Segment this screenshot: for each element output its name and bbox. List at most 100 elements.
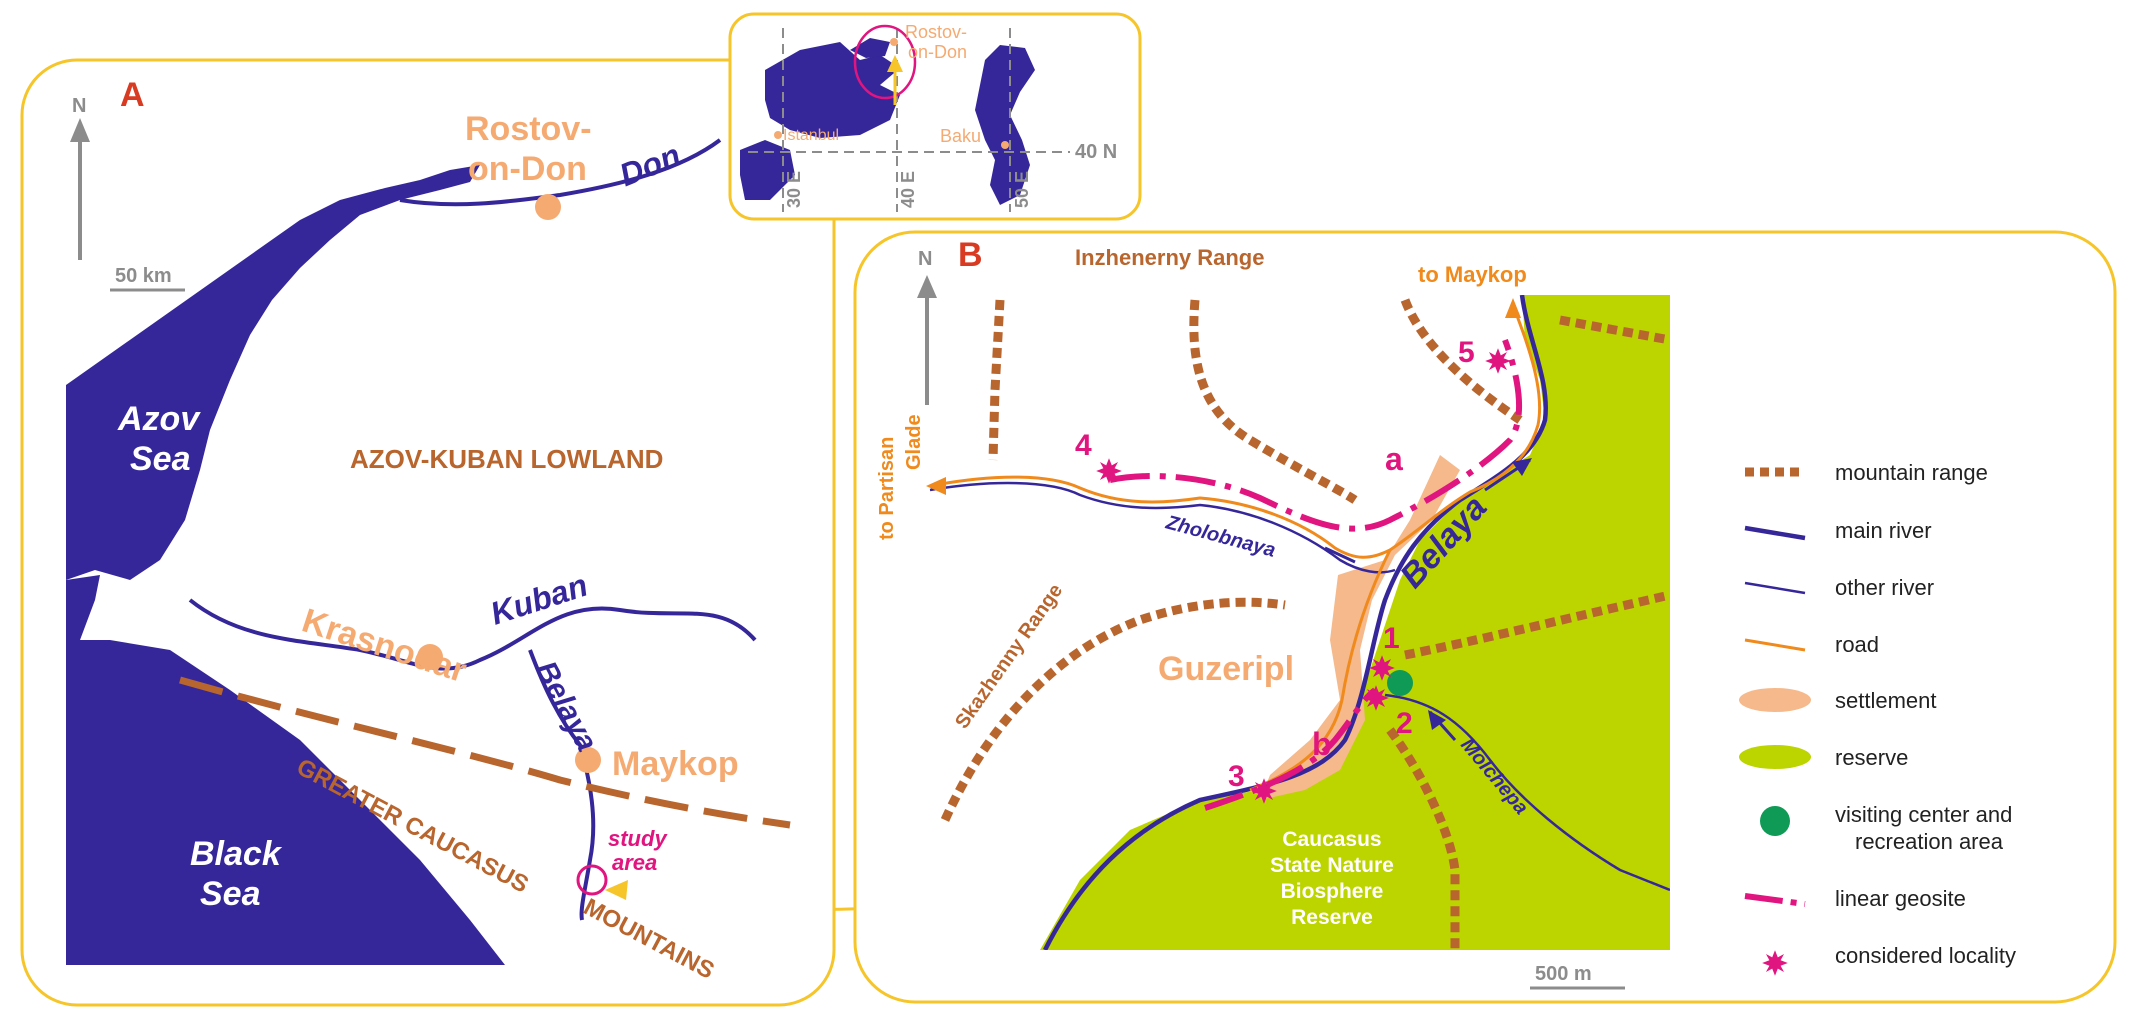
north-label-a: N xyxy=(72,95,86,117)
legend-item-visiting-center: visiting center and recreation area xyxy=(1760,802,2012,854)
study-area-marker xyxy=(576,864,608,896)
svg-text:other river: other river xyxy=(1835,575,1934,600)
belaya-main-river xyxy=(1042,295,1548,950)
panel-a: N A 50 km Rostov- on-Don Don Azov Sea AZ… xyxy=(20,58,836,1007)
inset-rostov-label-1: Rostov- xyxy=(905,22,967,42)
legend-item-main-river: main river xyxy=(1744,518,1932,543)
inset-azov xyxy=(850,38,890,58)
inset-rostov-label-2: on-Don xyxy=(908,42,967,62)
greater-caucasus-line xyxy=(179,676,791,829)
molchepa-river xyxy=(1384,693,1670,892)
svg-text:reserve: reserve xyxy=(1835,745,1908,770)
legend-item-settlement: settlement xyxy=(1739,688,1937,713)
inset-istanbul-dot xyxy=(774,131,782,139)
kuban-river xyxy=(188,598,757,671)
locality-1 xyxy=(1369,655,1395,681)
locality-3 xyxy=(1251,778,1277,804)
locality-2-label: 2 xyxy=(1396,707,1413,740)
locality-3-label: 3 xyxy=(1228,760,1245,793)
inset-baku-dot xyxy=(1001,141,1009,149)
inset-lat-label: 40 N xyxy=(1075,141,1117,163)
geosite-a-label: a xyxy=(1385,441,1403,477)
maykop-marker xyxy=(575,747,601,773)
range-east xyxy=(1404,590,1670,660)
legend-item-linear-geosite: linear geosite xyxy=(1744,886,1966,911)
rostov-marker xyxy=(535,194,561,220)
visiting-center xyxy=(1387,670,1413,696)
lowland-label: AZOV-KUBAN LOWLAND xyxy=(350,444,663,474)
inset-lon-40-label: 40 E xyxy=(898,171,918,208)
scale-label-a: 50 km xyxy=(115,265,172,287)
study-area-arrow-head xyxy=(605,880,628,900)
road xyxy=(934,304,1542,559)
north-label-b: N xyxy=(918,248,932,270)
locality-2 xyxy=(1363,685,1389,711)
inset-lon-30-label: 30 E xyxy=(784,171,804,208)
geosite-b-label: b xyxy=(1312,726,1332,762)
rostov-label-1: Rostov- xyxy=(465,110,592,148)
svg-text:visiting center and: visiting center and xyxy=(1835,802,2012,827)
svg-text:considered locality: considered locality xyxy=(1835,943,2016,968)
zholobnaya-flow-arrow xyxy=(1324,546,1356,564)
guzeripl-label: Guzeripl xyxy=(1158,650,1294,688)
geosite-a xyxy=(1109,338,1522,532)
reserve-label-3: Biosphere xyxy=(1281,880,1384,903)
panel-b-letter: B xyxy=(958,236,983,274)
inset-rostov-circle xyxy=(853,24,917,100)
azov-label-2: Sea xyxy=(130,440,191,478)
azov-sea xyxy=(66,165,480,580)
inset-aegean xyxy=(740,140,795,200)
reserve-label-4: Reserve xyxy=(1291,906,1373,929)
reserve-label-1: Caucasus xyxy=(1282,828,1381,851)
svg-text:settlement: settlement xyxy=(1835,688,1937,713)
inset-lon-50-label: 50 E xyxy=(1012,171,1032,208)
range-skazhenny xyxy=(940,597,1286,822)
legend-item-road: road xyxy=(1744,632,1879,657)
study-area-label-1: study xyxy=(608,826,668,851)
inset-rostov-dot xyxy=(890,38,898,46)
range-south xyxy=(1386,727,1460,950)
svg-text:mountain range: mountain range xyxy=(1835,460,1988,485)
maykop-label: Maykop xyxy=(612,745,739,783)
inset-map: Rostov- on-Don Istanbul Baku 40 N 30 E 4… xyxy=(728,12,1142,221)
azov-label-1: Azov xyxy=(117,400,201,438)
inset-baku-label: Baku xyxy=(940,126,981,146)
inset-arrow-head xyxy=(887,55,903,72)
road-arrow-partisan xyxy=(926,477,946,495)
black-sea-label-2: Sea xyxy=(200,875,261,913)
north-arrow-a-head xyxy=(70,118,90,142)
legend-item-reserve: reserve xyxy=(1739,745,1908,770)
locality-4-label: 4 xyxy=(1075,429,1092,462)
panel-a-letter: A xyxy=(120,76,145,114)
geosite-b xyxy=(1204,687,1377,811)
inset-black-sea xyxy=(765,42,900,138)
svg-text:linear geosite: linear geosite xyxy=(1835,886,1966,911)
road-south xyxy=(1249,549,1392,792)
north-arrow-b-head xyxy=(917,275,937,298)
krasnodar-marker xyxy=(417,644,443,670)
legend: mountain range main river other river ro… xyxy=(1739,460,2016,976)
rostov-label-2: on-Don xyxy=(468,150,587,188)
black-sea-label-1: Black xyxy=(190,835,283,873)
inset-istanbul-label: Istanbul xyxy=(783,127,839,144)
scale-label-b: 500 m xyxy=(1535,963,1592,985)
range-west xyxy=(988,299,1005,461)
locality-5-label: 5 xyxy=(1458,336,1475,369)
svg-text:road: road xyxy=(1835,632,1879,657)
legend-item-considered-locality: considered locality xyxy=(1762,943,2016,976)
range-inzhenerny xyxy=(1189,299,1358,504)
legend-item-mountain-range: mountain range xyxy=(1745,460,1988,485)
panel-b: N B 500 m Inzhenerny Range Skazhenny Ran… xyxy=(853,230,2117,1004)
locality-1-label: 1 xyxy=(1383,622,1400,655)
legend-item-other-river: other river xyxy=(1744,575,1934,600)
road-arrow-maykop xyxy=(1505,298,1521,318)
study-area-label-2: area xyxy=(612,850,657,875)
don-river xyxy=(399,138,722,207)
azov-sea-west-spit xyxy=(66,575,100,650)
zholobnaya-river xyxy=(929,481,1396,574)
locality-4 xyxy=(1096,458,1122,484)
to-maykop-label: to Maykop xyxy=(1418,262,1527,287)
reserve-label-2: State Nature xyxy=(1270,854,1394,877)
to-partisan-label: to Partisan xyxy=(876,437,898,540)
